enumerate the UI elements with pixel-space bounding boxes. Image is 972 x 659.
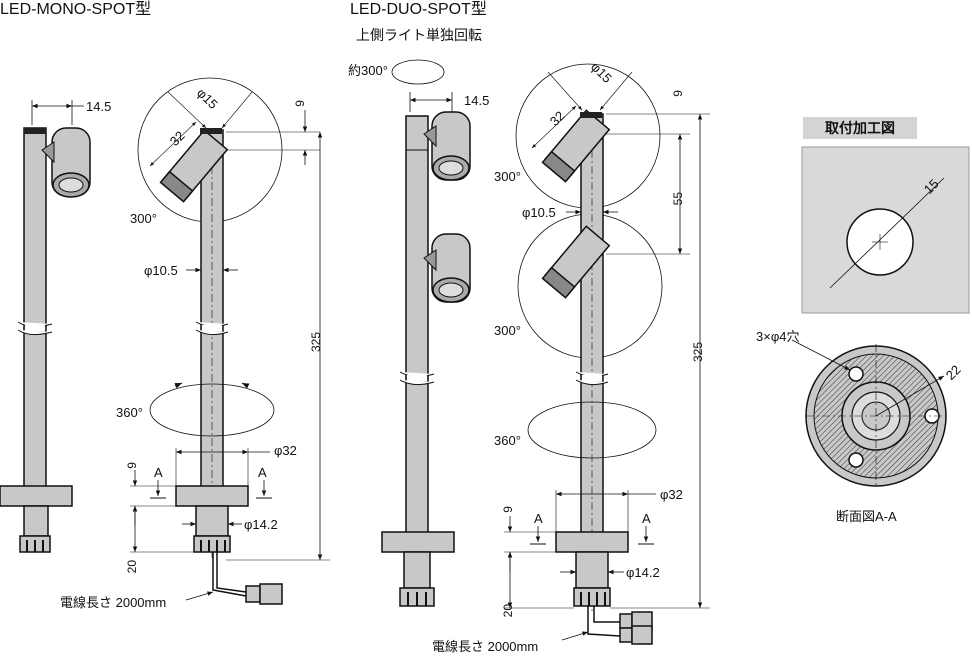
- mono-dim-20: 20: [125, 560, 139, 574]
- mono-dim-9b: 9: [125, 462, 139, 469]
- duo-dim-9b: 9: [501, 506, 515, 513]
- duo-dim-20: 20: [501, 604, 515, 618]
- section-title: 断面図A-A: [836, 509, 897, 524]
- duo-dim-9: 9: [671, 90, 685, 97]
- duo-side-head-lower: [423, 233, 471, 303]
- duo-dim-phi10-5: φ10.5: [522, 205, 556, 220]
- mono-title: LED-MONO-SPOT型: [0, 1, 152, 18]
- duo-angle-300-lower: 300°: [494, 323, 521, 338]
- duo-title: LED-DUO-SPOT型: [350, 1, 487, 18]
- section-holes-label: 3×φ4穴: [756, 329, 800, 344]
- mono-dim-phi10-5: φ10.5: [144, 263, 178, 278]
- duo-angle-300-upper: 300°: [494, 169, 521, 184]
- duo-front-head-lower: [541, 225, 611, 299]
- duo-section-a-left: A: [534, 511, 543, 526]
- duo-angle-360: 360°: [494, 433, 521, 448]
- mono-angle-360: 360°: [116, 405, 143, 420]
- mono-dim-14-5: 14.5: [86, 99, 112, 114]
- duo-front-view: [504, 63, 710, 645]
- duo-section-a-right: A: [642, 511, 651, 526]
- mono-cable-length: 電線長さ 2000mm: [60, 595, 167, 610]
- mono-section-a-right: A: [258, 465, 267, 480]
- mounting-title: 取付加工図: [803, 117, 917, 139]
- mono-side-head: [41, 127, 91, 198]
- section-aa: [791, 339, 947, 488]
- duo-dim-phi32: φ32: [660, 487, 683, 502]
- mono-side-view: [0, 100, 91, 553]
- duo-subtitle: 上側ライト単独回転: [356, 27, 482, 43]
- duo-dim-55: 55: [671, 192, 685, 206]
- duo-rotation-label: 約300°: [348, 63, 388, 78]
- mono-dim-325: 325: [309, 332, 323, 353]
- mono-dim-9: 9: [293, 100, 307, 107]
- duo-side-view: [381, 59, 471, 607]
- duo-dim-325: 325: [691, 342, 705, 363]
- mono-section-a-left: A: [154, 465, 163, 480]
- duo-dim-14-5: 14.5: [464, 93, 490, 108]
- mono-angle-300: 300°: [130, 211, 157, 226]
- duo-side-head-upper: [423, 111, 471, 181]
- mono-dim-phi32: φ32: [274, 443, 297, 458]
- duo-dim-phi14-2: φ14.2: [626, 565, 660, 580]
- mono-dim-phi14-2: φ14.2: [244, 517, 278, 532]
- duo-cable-length: 電線長さ 2000mm: [432, 639, 539, 654]
- mono-front-view: [130, 77, 330, 605]
- mounting-panel: [801, 146, 970, 314]
